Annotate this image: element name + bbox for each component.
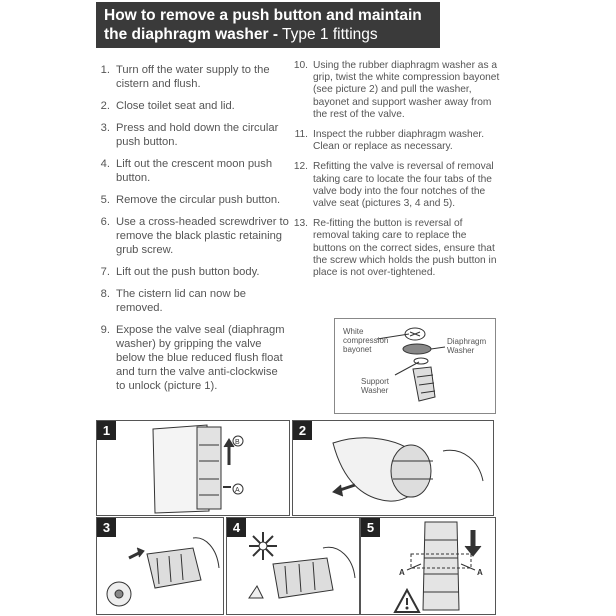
step-item: 6. Use a cross-headed screwdriver to remo… (90, 215, 290, 257)
picture-number-badge: 1 (97, 421, 116, 440)
step-number: 8. (100, 288, 110, 300)
picture-4: 4 (226, 517, 360, 615)
picture-3: 3 (96, 517, 224, 615)
picture-2: 2 (292, 420, 494, 516)
header-title: How to remove a push button and maintain… (104, 7, 422, 43)
step-text: Lift out the crescent moon push button. (116, 158, 273, 184)
valve-outline (196, 426, 222, 510)
step-item: 1. Turn off the water supply to the ciste… (90, 63, 290, 91)
step-item: 9. Expose the valve seal (diaphragm washe… (90, 323, 290, 393)
bayonet-label: White compression bayonet (343, 327, 389, 354)
step-number: 4. (100, 158, 110, 170)
support-label: Support Washer (361, 377, 390, 395)
mark-a: A (235, 487, 240, 494)
step-item: 3. Press and hold down the circular push … (90, 121, 290, 149)
diaphragm-washer-part (402, 343, 432, 355)
section-header: How to remove a push button and maintain… (96, 2, 440, 48)
instructions-right-column: 10. Using the rubber diaphragm washer as … (291, 60, 500, 287)
step-item: 11. Inspect the rubber diaphragm washer. … (291, 129, 500, 153)
diaphragm-label: Diaphragm Washer (447, 337, 487, 355)
step-item: 7. Lift out the push button body. (90, 265, 290, 279)
picture-4-drawing (248, 532, 356, 599)
valve-body (422, 521, 460, 611)
step-number: 3. (100, 122, 110, 134)
step-text: Remove the circular push button. (116, 194, 281, 206)
step-text: Lift out the push button body. (116, 266, 260, 278)
picture-1-drawing: B A (152, 424, 244, 514)
step-text: Use a cross-headed screwdriver to remove… (116, 216, 289, 256)
step-text: Close toilet seat and lid. (116, 100, 235, 112)
step-item: 4. Lift out the crescent moon push button… (90, 157, 290, 185)
picture-1: B A 1 (96, 420, 290, 516)
mark-a-right: A (477, 568, 483, 577)
mark-b: B (235, 439, 240, 446)
step-number: 10. (293, 60, 308, 71)
picture-number-badge: 2 (293, 421, 312, 440)
step-number: 9. (100, 324, 110, 336)
valve-top (390, 444, 432, 498)
header-subtitle: Type 1 fittings (277, 26, 378, 43)
valve-body (272, 557, 334, 599)
valve-parts-drawing (376, 327, 446, 402)
step-item: 5. Remove the circular push button. (90, 193, 290, 207)
step-text: Expose the valve seal (diaphragm washer)… (116, 324, 285, 392)
step-number: 13. (293, 218, 308, 230)
step-item: 8. The cistern lid can now be removed. (90, 287, 290, 315)
picture-5: A A 5 (360, 517, 496, 615)
picture-number-badge: 5 (361, 518, 380, 537)
picture-5-drawing: A A (393, 521, 483, 613)
mark-a-left: A (399, 568, 405, 577)
step-number: 2. (100, 100, 110, 112)
step-text: Turn off the water supply to the cistern… (116, 64, 270, 90)
step-text: Refitting the valve is reversal of remov… (313, 161, 494, 210)
step-number: 1. (100, 64, 110, 76)
valve-body (146, 547, 202, 589)
step-item: 2. Close toilet seat and lid. (90, 99, 290, 113)
instructions-left-column: 1. Turn off the water supply to the ciste… (90, 63, 290, 401)
step-number: 6. (100, 216, 110, 228)
picture-2-drawing (332, 437, 484, 502)
step-text: Inspect the rubber diaphragm washer. Cle… (313, 129, 485, 153)
step-number: 7. (100, 266, 110, 278)
picture-3-drawing (106, 537, 220, 607)
cistern-outline (152, 424, 210, 514)
step-text: The cistern lid can now be removed. (116, 288, 246, 314)
picture-number-badge: 3 (97, 518, 116, 537)
step-number: 12. (293, 161, 308, 173)
picture-number-badge: 4 (227, 518, 246, 537)
step-item: 13. Re-fitting the button is reversal of … (291, 218, 500, 279)
valve-parts-diagram: White compression bayonet Diaphragm Wash… (334, 318, 496, 414)
step-text: Re-fitting the button is reversal of rem… (313, 218, 497, 279)
step-number: 11. (294, 129, 308, 141)
step-item: 12. Refitting the valve is reversal of re… (291, 161, 500, 210)
step-text: Using the rubber diaphragm washer as a g… (313, 60, 500, 120)
step-text: Press and hold down the circular push bu… (116, 122, 279, 148)
step-number: 5. (100, 194, 110, 206)
step-item: 10. Using the rubber diaphragm washer as … (291, 60, 500, 121)
